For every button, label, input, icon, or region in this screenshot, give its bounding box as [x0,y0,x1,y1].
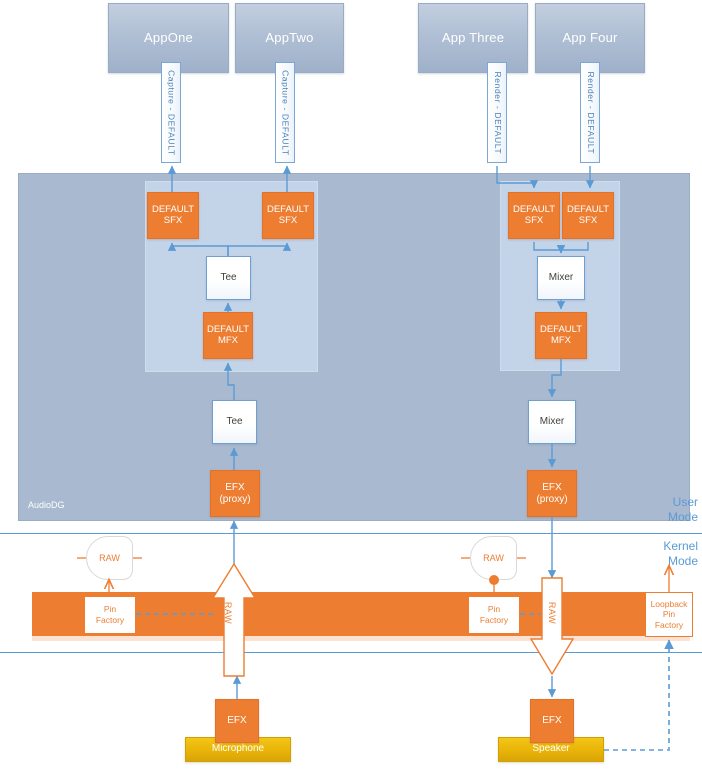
stream-label-text: Render - DEFAULT [492,71,503,154]
audiodg-panel-label: AudioDG [28,500,65,510]
stream-label-app-four: Render - DEFAULT [580,62,600,163]
capture-default-mfx[interactable]: DEFAULT MFX [203,312,253,359]
box-label: Tee [220,272,237,284]
box-line-2: SFX [163,214,183,226]
box-line-1: Pin [103,604,117,615]
box-line-1: DEFAULT [512,203,556,215]
capture-tee-inner[interactable]: Tee [206,256,251,300]
raw-node-label: RAW [99,552,120,563]
box-line-2: SFX [278,214,298,226]
box-label: Mixer [539,416,565,428]
box-label: Tee [226,416,243,428]
box-line-1: DEFAULT [566,203,610,215]
box-line-1: Pin [487,604,501,615]
box-line-3: Factory [654,619,684,630]
stream-label-app-one: Capture - DEFAULT [161,62,181,163]
render-default-sfx-left[interactable]: DEFAULT SFX [508,192,560,239]
render-default-sfx-right[interactable]: DEFAULT SFX [562,192,614,239]
stream-label-text: Render - DEFAULT [585,71,596,154]
box-label: Mixer [548,272,574,284]
capture-efx-proxy[interactable]: EFX (proxy) [210,470,260,517]
stream-label-app-two: Capture - DEFAULT [275,62,295,163]
microphone-efx[interactable]: EFX [215,699,259,743]
stream-label-text: Capture - DEFAULT [166,69,177,156]
raw-node-capture: RAW [86,536,133,580]
box-line-2: SFX [524,214,544,226]
box-line-2: (proxy) [536,493,568,505]
kernel-driver-boundary-line [0,652,702,653]
kernel-band-shadow [32,636,690,641]
box-line-1: Loopback [650,598,688,609]
app-three-label: App Three [441,29,505,45]
box-line-2: Pin [662,609,676,620]
app-box-app-three[interactable]: App Three [418,3,528,73]
pin-factory-capture[interactable]: Pin Factory [84,596,136,634]
user-mode-line-2: Mode [667,510,698,524]
capture-default-sfx-left[interactable]: DEFAULT SFX [147,192,199,239]
stream-label-app-three: Render - DEFAULT [487,62,507,163]
raw-arrow-text-capture: RAW [223,601,234,625]
dashed-speaker-loopback-path [604,639,674,751]
box-line-2: MFX [550,334,572,346]
box-line-1: EFX [542,482,562,493]
box-label: EFX [227,715,247,727]
box-line-1: EFX [225,482,245,493]
capture-default-sfx-right[interactable]: DEFAULT SFX [262,192,314,239]
render-mixer-outer[interactable]: Mixer [528,400,576,444]
render-default-mfx[interactable]: DEFAULT MFX [535,312,587,359]
box-line-2: (proxy) [219,493,251,505]
app-two-label: AppTwo [265,29,314,45]
raw-node-label: RAW [483,552,504,563]
raw-arrow-text-render: RAW [547,601,558,625]
pin-factory-render[interactable]: Pin Factory [468,596,520,634]
device-label: Microphone [211,743,265,754]
render-mixer-inner[interactable]: Mixer [537,256,585,300]
app-box-app-two[interactable]: AppTwo [235,3,344,73]
box-line-1: DEFAULT [266,203,310,215]
box-line-1: DEFAULT [539,323,583,335]
box-line-2: Factory [95,615,125,625]
raw-node-render: RAW [470,536,517,580]
box-line-2: MFX [217,334,239,346]
user-mode-label: User Mode [648,495,698,525]
box-line-2: SFX [578,214,598,226]
app-four-label: App Four [562,29,618,45]
device-label: Speaker [532,743,570,754]
app-one-label: AppOne [144,29,193,45]
capture-tee-outer[interactable]: Tee [212,400,257,444]
user-mode-line-1: User [672,495,698,509]
kernel-mode-label: Kernel Mode [648,539,698,569]
box-line-1: DEFAULT [151,203,195,215]
box-label: EFX [542,715,562,727]
user-kernel-boundary-line [0,533,702,534]
box-line-2: Factory [479,615,509,625]
box-line-1: DEFAULT [206,323,250,335]
stream-label-text: Capture - DEFAULT [280,69,291,156]
loopback-pin-factory[interactable]: Loopback Pin Factory [645,592,693,637]
kernel-mode-line-1: Kernel [663,539,698,553]
render-efx-proxy[interactable]: EFX (proxy) [527,470,577,517]
app-box-app-four[interactable]: App Four [535,3,645,73]
speaker-efx[interactable]: EFX [530,699,574,743]
kernel-mode-line-2: Mode [667,554,698,568]
app-box-app-one[interactable]: AppOne [108,3,229,73]
